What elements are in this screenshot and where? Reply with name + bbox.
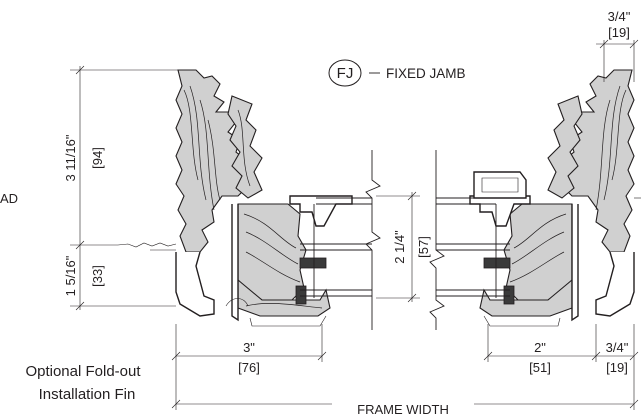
glass-height-dimension [376,191,420,303]
fin-label-line2: Installation Fin [39,386,136,403]
left-sash-frame [237,203,331,317]
height-upper-mm: [94] [90,147,105,169]
right-wood-jamb [547,69,635,253]
left-installation-fin [117,242,177,292]
glass-dim-mm: [57] [416,236,431,258]
bottom-right-in: 3/4" [606,340,629,355]
top-right-dimension [596,39,639,82]
right-sash-frame [479,203,573,317]
height-lower-in: 1 5/16" [63,255,78,296]
left-glass-unit [300,197,372,298]
left-aluminum-cladding [175,195,353,327]
bottom-right-mm: [19] [606,360,628,375]
right-glass-unit [436,197,510,298]
bottom-width-dimensions [171,324,639,410]
left-width-in: 3" [243,340,255,355]
left-wood-jamb [175,69,263,253]
right-width-mm: [51] [529,360,551,375]
top-right-dim-mm: [19] [608,25,630,40]
fixed-jamb-callout [328,59,380,87]
callout-code: FJ [337,65,354,82]
right-aluminum-cladding [469,171,635,327]
right-width-in: 2" [534,340,546,355]
height-lower-mm: [33] [90,265,105,287]
height-upper-in: 3 11/16" [63,134,78,181]
callout-text: FIXED JAMB [386,66,466,81]
fin-label-line1: Optional Fold-out [25,363,141,380]
frame-width-label: FRAME WIDTH [357,402,449,417]
break-lines [365,150,445,330]
top-right-dim-in: 3/4" [608,9,631,24]
glass-dim-in: 2 1/4" [392,230,407,264]
left-edge-fragment: AD [0,191,18,206]
left-width-mm: [76] [238,360,260,375]
left-height-dimension [70,65,178,311]
